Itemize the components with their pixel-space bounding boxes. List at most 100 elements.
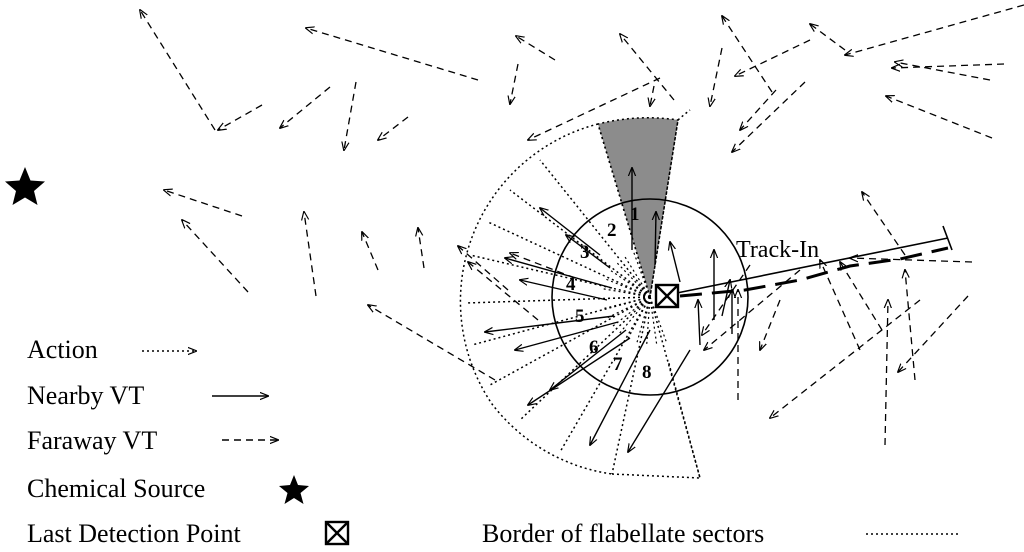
action-ray bbox=[605, 278, 651, 298]
faraway-vt-arrow bbox=[770, 299, 921, 418]
sector-number-1: 1 bbox=[630, 204, 640, 225]
outer-border-arc-top bbox=[677, 109, 691, 121]
faraway-vt-arrow bbox=[528, 77, 661, 140]
faraway-vt-arrow bbox=[218, 104, 263, 130]
faraway-vt-arrow bbox=[862, 192, 906, 256]
sector-border-6 bbox=[465, 296, 651, 304]
nearby-vt-arrow bbox=[540, 208, 601, 256]
legend-nearby-label: Nearby VT bbox=[27, 381, 144, 410]
nearby-vt-arrow bbox=[655, 212, 656, 266]
faraway-vt-arrow bbox=[740, 89, 777, 130]
faraway-vt-arrow bbox=[722, 16, 773, 93]
faraway-vt-arrow bbox=[368, 305, 496, 381]
highlighted-sector-1 bbox=[597, 117, 679, 298]
faraway-vt-arrow bbox=[885, 300, 888, 446]
sector-border-5 bbox=[469, 254, 651, 298]
legend-action-label: Action bbox=[27, 335, 98, 364]
faraway-vt-arrow bbox=[810, 24, 846, 51]
faraway-vt-arrow bbox=[850, 258, 973, 263]
faraway-vt-arrow bbox=[886, 96, 993, 139]
faraway-vt-arrow bbox=[620, 34, 675, 101]
nearby-vt-arrow bbox=[550, 329, 627, 390]
sector-border-2 bbox=[539, 159, 651, 298]
sector-border-12 bbox=[649, 296, 701, 479]
faraway-vt-arrow bbox=[895, 62, 991, 81]
faraway-vt-arrow bbox=[735, 39, 811, 76]
nearby-radius-circle bbox=[551, 198, 749, 396]
faraway-vt-arrow bbox=[898, 295, 969, 372]
last-detection-point-marker bbox=[654, 283, 680, 309]
action-ray bbox=[618, 296, 651, 335]
nearby-vt-arrow bbox=[590, 329, 651, 445]
nearby-vt-arrow bbox=[628, 349, 691, 452]
faraway-vt-arrow bbox=[845, 4, 1024, 55]
action-ray bbox=[602, 288, 651, 298]
faraway-vt-arrow bbox=[458, 246, 509, 291]
action-ray bbox=[603, 296, 651, 310]
faraway-vt-arrow bbox=[704, 269, 801, 350]
action-rays bbox=[601, 251, 667, 345]
faraway-vt-arrow bbox=[140, 10, 216, 131]
sector-number-8: 8 bbox=[642, 362, 652, 383]
faraway-vt-arrow bbox=[164, 190, 243, 217]
sector-border-0 bbox=[597, 123, 651, 298]
legend-border-label: Border of flabellate sectors bbox=[482, 519, 764, 548]
track-in-path bbox=[661, 225, 953, 298]
faraway-vt-arrow bbox=[516, 36, 556, 61]
faraway-vt-arrow bbox=[362, 232, 379, 271]
nearby-vt-arrow bbox=[698, 300, 700, 346]
sector-number-5: 5 bbox=[575, 306, 585, 327]
action-ray bbox=[626, 296, 651, 340]
faraway-vt-arrow bbox=[182, 220, 249, 293]
faraway-vt-arrows bbox=[140, 4, 1024, 446]
sector-number-2: 2 bbox=[607, 220, 617, 241]
legend: Action Nearby VT Faraway VT Chemical Sou… bbox=[27, 335, 958, 548]
faraway-vt-arrow bbox=[732, 81, 806, 152]
faraway-vt-arrow bbox=[702, 264, 751, 335]
sector-number-7: 7 bbox=[613, 354, 623, 375]
faraway-vt-arrow bbox=[840, 262, 883, 331]
nearby-vt-arrow bbox=[485, 315, 615, 332]
track-in-label: Track-In bbox=[736, 237, 819, 263]
sector-number-3: 3 bbox=[580, 242, 590, 263]
legend-faraway-label: Faraway VT bbox=[27, 426, 157, 455]
action-ray bbox=[601, 296, 651, 300]
nearby-vt-arrow bbox=[505, 258, 613, 289]
nearby-vt-arrow bbox=[520, 280, 608, 301]
action-ray bbox=[636, 296, 651, 344]
legend-source-label: Chemical Source bbox=[27, 474, 205, 503]
faraway-vt-arrow bbox=[418, 228, 425, 269]
faraway-vt-arrow bbox=[344, 81, 357, 150]
nearby-vt-arrow bbox=[515, 321, 619, 350]
faraway-vt-arrow bbox=[760, 299, 781, 350]
faraway-vt-arrow bbox=[510, 63, 519, 104]
nearby-vt-arrows bbox=[485, 168, 732, 452]
sector-border-3 bbox=[509, 189, 651, 298]
action-ray bbox=[611, 296, 651, 328]
sector-number-4: 4 bbox=[566, 274, 576, 295]
faraway-vt-arrow bbox=[650, 85, 654, 106]
sector-border-8 bbox=[489, 296, 651, 386]
legend-ldp-label: Last Detection Point bbox=[27, 519, 242, 548]
nearby-vt-arrow bbox=[566, 235, 611, 269]
faraway-vt-arrow bbox=[820, 260, 861, 351]
star-icon bbox=[279, 475, 309, 504]
nearby-vt-arrow bbox=[670, 242, 681, 283]
action-ray bbox=[646, 296, 651, 345]
faraway-vt-arrow bbox=[306, 28, 479, 81]
sector-number-6: 6 bbox=[589, 337, 599, 358]
faraway-vt-arrow bbox=[304, 212, 317, 297]
faraway-vt-arrow bbox=[892, 63, 1005, 68]
faraway-vt-arrow bbox=[710, 47, 723, 106]
faraway-vt-arrow bbox=[378, 116, 409, 140]
nearby-vt-arrow bbox=[528, 337, 631, 405]
sector-border-11 bbox=[611, 296, 651, 475]
nearby-vt-arrow bbox=[721, 280, 730, 317]
action-ray bbox=[606, 296, 651, 319]
boxed-x-icon bbox=[324, 520, 350, 546]
faraway-vt-arrow bbox=[468, 262, 539, 321]
chemical-source-star bbox=[5, 167, 45, 205]
faraway-vt-arrow bbox=[280, 86, 331, 128]
